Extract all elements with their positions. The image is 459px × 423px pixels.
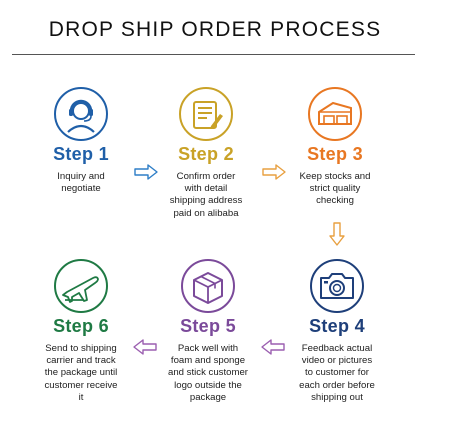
package-box-icon xyxy=(180,258,236,314)
step-6-label: Step 6 xyxy=(53,316,109,336)
step-5: Step 5 Pack well with foam and sponge an… xyxy=(143,258,273,404)
step-4-description: Feedback actual video or pictures to cus… xyxy=(299,343,375,403)
step-2: Step 2 Confirm order with detail shippin… xyxy=(141,86,271,220)
step-5-description: Pack well with foam and sponge and stick… xyxy=(168,343,248,403)
step-6: Step 6 Send to shipping carrier and trac… xyxy=(16,258,146,404)
arrow-right-icon xyxy=(262,164,286,180)
arrow-down-icon xyxy=(329,222,345,246)
step-1: Step 1 Inquiry and negotiate xyxy=(16,86,146,195)
step-1-description: Inquiry and negotiate xyxy=(57,171,105,195)
step-3: Step 3 Keep stocks and strict quality ch… xyxy=(270,86,400,208)
headset-support-icon xyxy=(53,86,109,142)
step-3-label: Step 3 xyxy=(307,144,363,164)
step-4: Step 4 Feedback actual video or pictures… xyxy=(272,258,402,404)
airplane-icon xyxy=(53,258,109,314)
page-title: DROP SHIP ORDER PROCESS xyxy=(48,18,382,41)
step-6-description: Send to shipping carrier and track the p… xyxy=(44,343,118,403)
step-2-description: Confirm order with detail shipping addre… xyxy=(169,171,243,219)
step-5-label: Step 5 xyxy=(180,316,236,336)
step-1-label: Step 1 xyxy=(53,144,109,164)
camera-icon xyxy=(309,258,365,314)
step-3-description: Keep stocks and strict quality checking xyxy=(299,171,371,207)
arrow-left-icon xyxy=(261,339,285,355)
step-4-label: Step 4 xyxy=(309,316,365,336)
title-divider xyxy=(12,54,415,55)
order-form-pen-icon xyxy=(178,86,234,142)
warehouse-icon xyxy=(307,86,363,142)
arrow-right-icon xyxy=(134,164,158,180)
arrow-left-icon xyxy=(133,339,157,355)
step-2-label: Step 2 xyxy=(178,144,234,164)
